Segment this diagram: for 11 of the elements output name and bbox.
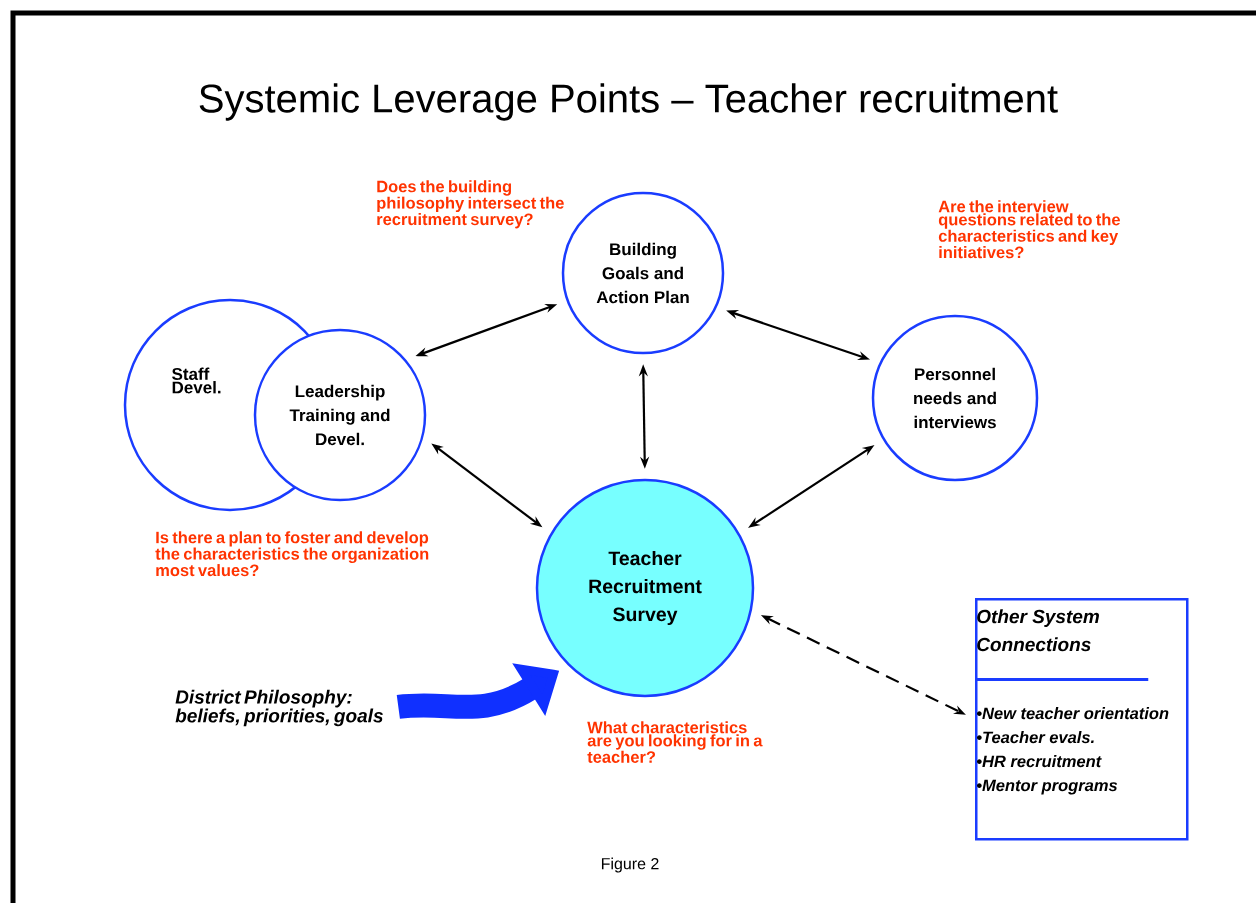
title: Systemic Leverage Points – Teacher recruitment (199, 83, 1058, 121)
question-text: Are the interview questions related to the characteristics and key initiatives? (938, 200, 1120, 259)
circle-node: Personnel needs and interviews (871, 314, 1039, 482)
circle-node: Leadership Training and Devel. (253, 328, 427, 502)
circle-node: Teacher Recruitment Survey (535, 478, 755, 698)
text-box: Other System Connections •New teacher orientation •Teacher evals. •HR recruitment •Mentor programs (975, 598, 1189, 841)
question-text: Is there a plan to foster and develop the characteristics the organization most values? (155, 531, 429, 577)
text-label: District Philosophy: beliefs, priorities, goals (175, 689, 383, 727)
question-text: Does the building philosophy intersect the recruitment survey? (377, 180, 564, 229)
caption: Figure 2 (602, 857, 659, 873)
question-text: What characteristics are you looking for in a teacher? (587, 721, 763, 763)
